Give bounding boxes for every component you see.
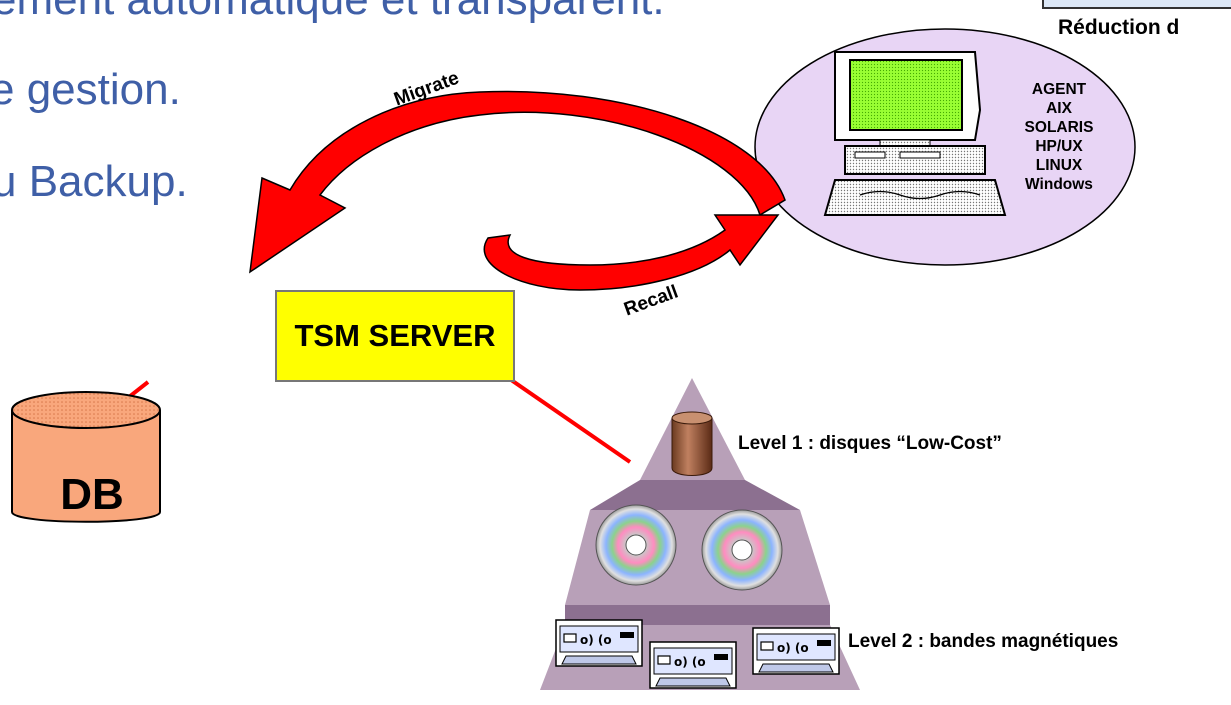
svg-text:o) (o: o) (o bbox=[674, 655, 706, 669]
cd-icon-right bbox=[701, 509, 783, 591]
top-right-box bbox=[1042, 0, 1231, 9]
storage-level-1-label: Level 1 : disques “Low-Cost” bbox=[738, 433, 1002, 454]
os-item-hpux: HP/UX bbox=[1035, 138, 1083, 155]
tsm-server-label: TSM SERVER bbox=[294, 318, 496, 353]
tape-icon-1: o) (o bbox=[555, 619, 643, 667]
svg-text:o) (o: o) (o bbox=[580, 633, 612, 647]
disk-icon bbox=[671, 411, 713, 476]
migrate-arrow bbox=[249, 90, 786, 274]
os-item-linux: LINUX bbox=[1035, 157, 1083, 174]
bullet-text-3: u Backup. bbox=[0, 157, 188, 206]
top-right-label: Réduction d bbox=[1058, 16, 1180, 39]
db-label: DB bbox=[60, 470, 124, 519]
os-item-solaris: SOLARIS bbox=[1024, 119, 1094, 136]
recall-arrow bbox=[483, 214, 780, 291]
db-cylinder bbox=[11, 391, 161, 523]
bullet-text-2: e gestion. bbox=[0, 65, 181, 114]
workstation-icon bbox=[823, 51, 1007, 216]
svg-text:o) (o: o) (o bbox=[777, 641, 809, 655]
client-os-list: AGENT AIX SOLARIS HP/UX LINUX Windows bbox=[1000, 80, 1118, 194]
tsm-server-box: TSM SERVER bbox=[275, 290, 515, 382]
bullet-text-1: ement automatique et transparent. bbox=[0, 0, 665, 22]
tape-icon-2: o) (o bbox=[649, 641, 737, 689]
os-item-aix: AIX bbox=[1046, 100, 1072, 117]
os-item-windows: Windows bbox=[1025, 176, 1093, 193]
tape-icon-3: o) (o bbox=[752, 627, 840, 675]
cd-icon-left bbox=[595, 504, 677, 586]
os-item-agent: AGENT bbox=[1031, 81, 1087, 98]
storage-level-2-label: Level 2 : bandes magnétiques bbox=[848, 631, 1119, 652]
